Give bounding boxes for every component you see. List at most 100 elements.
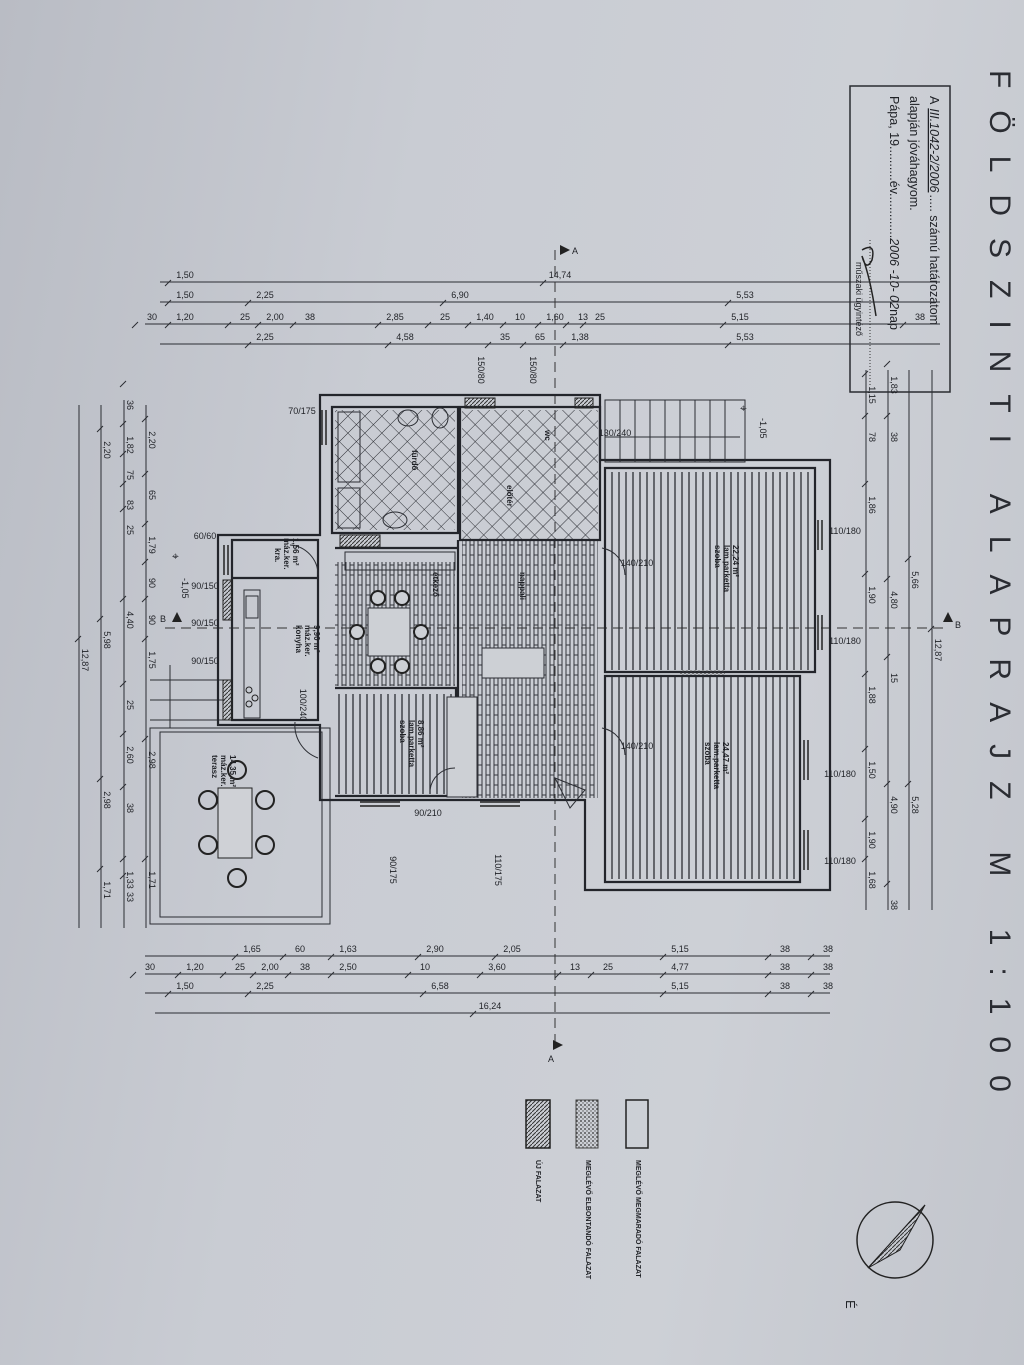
dimension-label: 1,50: [176, 981, 194, 991]
dimension-tick: [724, 299, 732, 307]
dimension-tick: [219, 971, 227, 979]
opening-size-label: 90/210: [414, 808, 442, 818]
door-swing: [601, 547, 626, 576]
dimension-label: 1,75: [147, 651, 157, 669]
dimension-label: 38: [889, 900, 899, 910]
room-label-kitchen: konyhamáz.ker.9,90 m²: [294, 625, 321, 657]
dimension-label: 6,90: [451, 290, 469, 300]
dimension-label: 30: [145, 962, 155, 972]
dimension-label: 6,58: [431, 981, 449, 991]
dimension-tick: [861, 570, 869, 578]
terrace-steps: [150, 665, 225, 728]
dimension-label: 25: [125, 525, 135, 535]
room-labels: kra.máz.ker.1,56 m² konyhamáz.ker.9,90 m…: [210, 429, 740, 790]
dimension-tick: [141, 558, 149, 566]
dimension-label: 2,98: [102, 791, 112, 809]
opening-size-label: 140/210: [621, 558, 654, 568]
legend-label: MEGLÉVŐ ELBONTANDÓ FALAZAT: [584, 1160, 593, 1280]
dimension-tick: [141, 470, 149, 478]
dimension-label: 25: [603, 962, 613, 972]
dimension-tick: [244, 341, 252, 349]
dimension-tick: [424, 321, 432, 329]
dimension-tick: [414, 953, 422, 961]
legend-swatch-existing-demolished: [575, 1099, 599, 1149]
dimension-tick: [861, 480, 869, 488]
dimension-tick: [883, 780, 891, 788]
dimension-label: 1,50: [176, 290, 194, 300]
dimension-label: 3,60: [488, 962, 506, 972]
dimension-tick: [724, 341, 732, 349]
room-label-dining: étkező: [431, 572, 440, 597]
dimension-tick: [587, 971, 595, 979]
dimension-tick: [141, 635, 149, 643]
door-swing: [289, 544, 319, 576]
dimension-label: 25: [440, 312, 450, 322]
dimension-label: 65: [535, 332, 545, 342]
section-label: B: [955, 620, 961, 630]
cabinet: [344, 551, 456, 571]
walls: [216, 393, 832, 892]
section-arrow-icon: [553, 1040, 563, 1050]
section-arrow-icon: [943, 612, 953, 622]
dimension-tick: [554, 971, 562, 979]
opening-size-label: 90/150: [191, 581, 219, 591]
dimension-tick: [119, 505, 127, 513]
opening-size-label: 100/240: [298, 689, 308, 722]
dimension-tick: [764, 953, 772, 961]
room2-floor: [608, 677, 798, 879]
legend-swatch-new: [525, 1099, 551, 1149]
dimension-label: 4,40: [125, 611, 135, 629]
dimension-label: 1,15: [867, 386, 877, 404]
dimension-label: 38: [823, 962, 833, 972]
dimension-label: 1,86: [867, 496, 877, 514]
opening-size-label: 130/240: [599, 428, 632, 438]
dimension-tick: [141, 520, 149, 528]
dimension-label: 25: [235, 962, 245, 972]
bathroom-floor: [335, 410, 455, 530]
dimension-tick: [439, 299, 447, 307]
dimension-label: 25: [595, 312, 605, 322]
dimension-tick: [861, 815, 869, 823]
dimension-label: 60: [295, 944, 305, 954]
dimension-label: 2,00: [266, 312, 284, 322]
stamp-line-3: Pápa, 19..........év.............2006 -1…: [887, 96, 901, 330]
dimension-label: 1,71: [102, 881, 112, 899]
dimension-tick: [224, 321, 232, 329]
dimension-tick: [883, 880, 891, 888]
dimension-label: 1,68: [867, 871, 877, 889]
dimension-lines: [78, 250, 945, 1050]
room1-floor: [608, 472, 812, 670]
toilet: [397, 409, 419, 427]
dimension-tick: [469, 1010, 477, 1018]
dimension-tick: [164, 299, 172, 307]
dimension-tick: [883, 653, 891, 661]
dimension-label: 38: [780, 981, 790, 991]
dimension-label: 12,87: [933, 639, 943, 662]
dimension-tick: [659, 990, 667, 998]
dimension-label: 2,20: [102, 441, 112, 459]
dimension-tick: [284, 971, 292, 979]
dimension-label: 5,53: [736, 332, 754, 342]
dimension-tick: [539, 279, 547, 287]
dimension-tick: [141, 735, 149, 743]
north-arrow-icon: É: [843, 1201, 934, 1309]
opening-size-label: 110/180: [829, 636, 861, 646]
dimension-label: 90: [147, 615, 157, 625]
dimension-label: 4,58: [396, 332, 414, 342]
dimension-tick: [764, 990, 772, 998]
dimension-tick: [719, 321, 727, 329]
dimension-tick: [927, 625, 935, 633]
dimension-tick: [476, 971, 484, 979]
room-label-bedroom-2: szobalam.parketta24,47 m²: [703, 742, 730, 790]
bathtub: [337, 411, 361, 483]
dimension-tick: [327, 971, 335, 979]
dimension-tick: [764, 971, 772, 979]
dimension-tick: [131, 321, 139, 329]
dimension-label: 1,33: [125, 871, 135, 889]
bidet: [431, 407, 449, 429]
dimension-tick: [807, 953, 815, 961]
door-swing: [294, 721, 319, 759]
dimension-label: 2,50: [339, 962, 357, 972]
sofa: [481, 647, 545, 679]
dimension-label: 16,24: [479, 1001, 502, 1011]
